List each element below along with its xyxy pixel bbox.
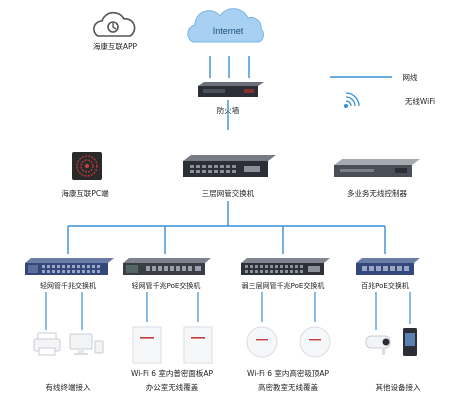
core-switch-device-icon bbox=[183, 155, 276, 177]
computer-icon bbox=[69, 333, 104, 355]
wireless-controller-device-icon bbox=[334, 159, 420, 177]
app-cloud-icon bbox=[93, 11, 136, 37]
group-2-label-line2: 办公室无线覆盖 bbox=[146, 382, 199, 392]
firewall-device-icon bbox=[198, 82, 264, 97]
switch-1-device-icon bbox=[25, 258, 114, 275]
internet-label: Internet bbox=[213, 26, 244, 36]
internet-cloud-icon bbox=[187, 8, 264, 43]
pc-client-icon bbox=[72, 152, 102, 180]
wireless-controller-label: 多业务无线控制器 bbox=[347, 188, 407, 198]
legend-wired-label: 网线 bbox=[403, 72, 418, 82]
camera-icon bbox=[365, 335, 391, 355]
core-switch-label: 三层网管交换机 bbox=[202, 188, 255, 198]
group-4-label: 其他设备接入 bbox=[376, 382, 421, 392]
switch-3-label: 弱三层网管千兆PoE交换机 bbox=[242, 281, 325, 290]
group-3-label-line2: 高密教室无线覆盖 bbox=[258, 382, 318, 392]
group-3-label-line1: Wi-Fi 6 室内高密吸顶AP bbox=[247, 368, 330, 378]
ceiling-ap-icon-2 bbox=[299, 326, 331, 358]
panel-ap-icon-1 bbox=[132, 326, 162, 364]
group-2-label-line1: Wi-Fi 6 室内普密面板AP bbox=[131, 368, 214, 378]
app-label: 海康互联APP bbox=[93, 41, 138, 51]
access-links bbox=[45, 292, 411, 330]
legend-wifi-icon bbox=[343, 92, 360, 109]
switch-2-device-icon bbox=[123, 258, 211, 275]
access-terminal-icon bbox=[403, 328, 417, 356]
legend-wireless-label: 无线WiFi bbox=[405, 96, 435, 106]
switch-2-label: 轻网管千兆PoE交换机 bbox=[132, 281, 201, 290]
internet-firewall-links bbox=[209, 56, 250, 78]
switch-3-device-icon bbox=[241, 258, 330, 275]
switch-4-device-icon bbox=[356, 258, 420, 275]
panel-ap-icon-2 bbox=[183, 326, 213, 364]
switch-4-label: 百兆PoE交换机 bbox=[361, 281, 409, 290]
pc-client-label: 海康互联PC端 bbox=[61, 188, 109, 198]
ceiling-ap-icon-1 bbox=[246, 326, 278, 358]
switch-1-label: 轻网管千兆交换机 bbox=[40, 281, 96, 290]
group-1-label: 有线终端接入 bbox=[46, 382, 91, 392]
printer-icon bbox=[33, 332, 61, 356]
distribution-links bbox=[67, 201, 386, 254]
